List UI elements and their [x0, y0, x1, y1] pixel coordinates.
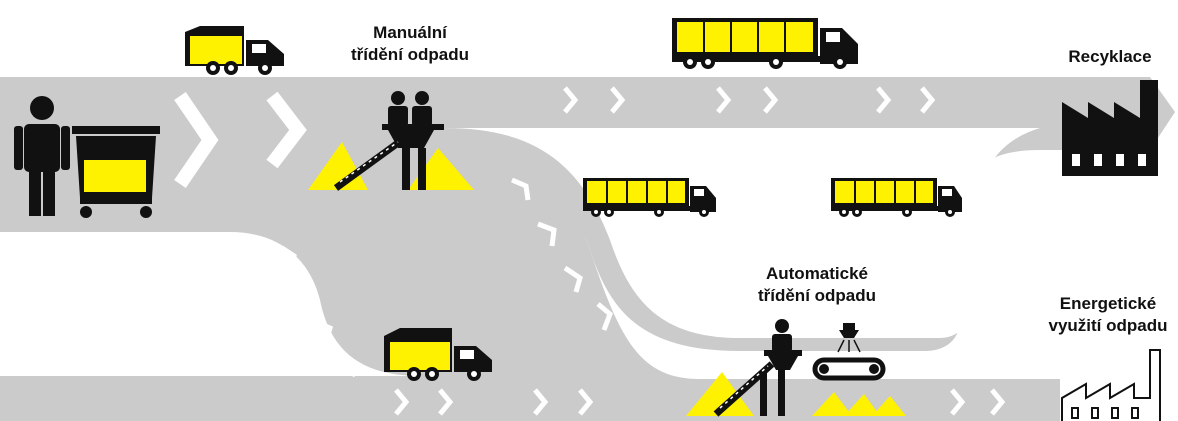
energy-recovery-label: Energetické využití odpadu: [1040, 293, 1176, 337]
manual-sorting-label-line1: Manuální: [325, 22, 495, 44]
automatic-sorting-label-line1: Automatické: [732, 263, 902, 285]
manual-sorting-label-line2: třídění odpadu: [325, 44, 495, 66]
automatic-sorting-label: Automatické třídění odpadu: [732, 263, 902, 307]
automatic-sorting-label-line2: třídění odpadu: [732, 285, 902, 307]
energy-recovery-label-line1: Energetické: [1040, 293, 1176, 315]
recycling-label: Recyklace: [1050, 46, 1170, 68]
energy-recovery-label-line2: využití odpadu: [1040, 315, 1176, 337]
chevron: [980, 250, 996, 264]
road-gap-bottom-right: [940, 351, 1178, 379]
chevron: [988, 202, 1006, 216]
road-gap-top: [0, 0, 1178, 77]
manual-sorting-label: Manuální třídění odpadu: [325, 22, 495, 66]
chevron: [1005, 158, 1022, 172]
